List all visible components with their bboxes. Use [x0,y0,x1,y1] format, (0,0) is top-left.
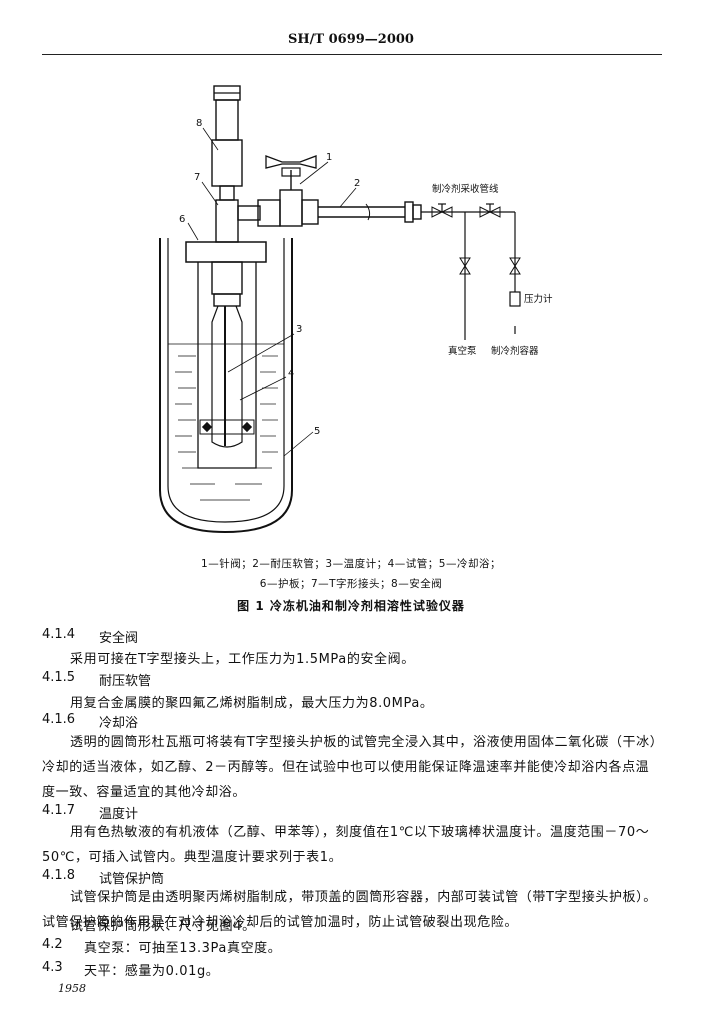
standard-header: SH/T 0699—2000 [288,32,414,47]
paragraph: 天平：感量为0.01g。 [84,964,220,979]
apparatus-diagram: 8 7 6 1 2 3 4 5 制冷剂采收管线 压力计 真空泵 制冷剂容器 [159,85,553,534]
figure-caption: 图 1 冷冻机油和制冷剂相溶性试验仪器 [237,599,465,613]
section-title: 试管保护筒 [99,872,165,887]
vacuum-pump-label: 真空泵 [448,345,477,357]
paragraph: 试管保护筒形状、尺寸见图4。 [70,919,256,934]
paragraph: 试管保护筒是由透明聚丙烯树脂制成，带顶盖的圆筒形容器，内部可装试管（带T字型接头… [42,890,657,930]
part-label-8: 8 [196,118,202,129]
part-label-6: 6 [179,214,185,225]
section-number: 4.1.7 [42,803,76,818]
figure-legend-line1: 1—针阀；2—耐压软管；3—温度计；4—试管；5—冷却浴； [201,558,501,570]
dewar-outer [159,238,293,534]
dewar-inner [167,238,285,523]
paragraph: 采用可接在T字型接头上，工作压力为1.5MPa的安全阀。 [70,652,415,667]
valve-line-label: 制冷剂采收管线 [432,183,499,195]
section-title: 冷却浴 [99,716,139,731]
page-number: 1958 [58,982,86,995]
paragraph: 用复合金属膜的聚四氟乙烯树脂制成，最大压力为8.0MPa。 [70,696,434,711]
part-label-4: 4 [288,368,294,379]
refrigerant-container-label: 制冷剂容器 [491,345,539,357]
section-number: 4.1.5 [42,670,76,685]
section-number: 4.1.6 [42,712,76,727]
pressure-gauge-label: 压力计 [524,293,553,305]
section-title: 耐压软管 [99,674,152,689]
header-rule [42,54,662,55]
paragraph: 真空泵：可抽至13.3Pa真空度。 [84,941,282,956]
part-label-2: 2 [354,178,360,189]
section-number: 4.3 [42,960,63,975]
part-label-5: 5 [314,426,320,437]
section-number: 4.1.4 [42,627,76,642]
part-label-3: 3 [296,324,302,335]
part-label-1: 1 [326,152,332,163]
part-label-7: 7 [194,172,200,183]
paragraph: 透明的圆筒形杜瓦瓶可将装有T字型接头护板的试管完全浸入其中，浴液使用固体二氧化碳… [42,735,657,800]
section-title: 安全阀 [99,631,139,646]
section-number: 4.1.8 [42,868,76,883]
paragraph: 用有色热敏液的有机液体（乙醇、甲苯等），刻度值在1℃以下玻璃棒状温度计。温度范围… [42,825,650,865]
section-number: 4.2 [42,937,63,952]
section-title: 温度计 [99,807,139,822]
figure-legend-line2: 6—护板；7—T字形接头；8—安全阀 [259,578,443,590]
